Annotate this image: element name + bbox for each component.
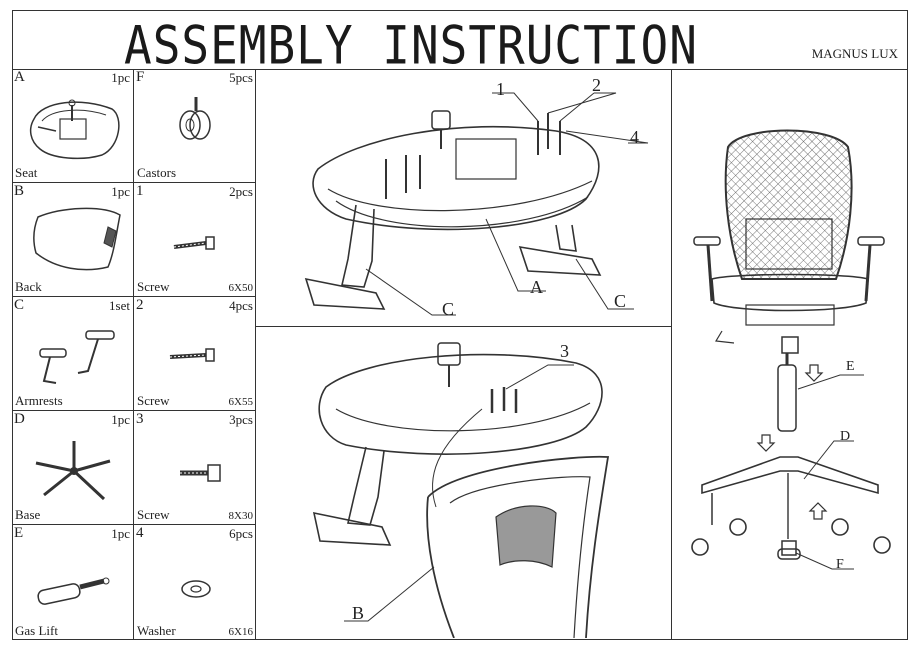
part-name: Base (15, 507, 41, 522)
back-attach-diagram (312, 342, 610, 639)
callout-castor: F (836, 557, 844, 572)
washer-illustration (181, 580, 211, 598)
part-letter: D (14, 411, 25, 427)
part-name: Seat (15, 165, 38, 180)
armrests-illustration (39, 330, 115, 384)
back-illustration (33, 207, 121, 271)
callout-screw-2: 2 (592, 75, 601, 95)
callout-screw-1: 1 (496, 79, 505, 99)
callout-armrest-left: C (442, 299, 455, 319)
part-qty: 1pc (111, 184, 130, 199)
part-name: Screw (137, 279, 170, 294)
part-gas-lift: E 1pc Gas Lift (12, 525, 134, 640)
callout-armrest-right: C (614, 291, 627, 311)
part-back: B 1pc Back (12, 183, 134, 297)
part-qty: 1pc (111, 526, 130, 541)
part-screw-2: 2 4pcs Screw 6X55 (134, 297, 256, 411)
part-screw-1: 1 2pcs Screw 6X50 (134, 183, 256, 297)
step-attach-back: 3 B (256, 327, 672, 640)
screw-illustration (180, 464, 221, 482)
part-size: 6X16 (228, 626, 253, 638)
brand-name: MAGNUS LUX (811, 46, 898, 61)
part-screw-3: 3 3pcs Screw 8X30 (134, 411, 256, 525)
callout-base: D (840, 429, 851, 444)
page-title: ASSEMBLY INSTRUCTION (124, 14, 698, 77)
step-final-assembly: E D F (672, 69, 908, 640)
header: ASSEMBLY INSTRUCTION MAGNUS LUX (12, 10, 908, 76)
callout-gas-lift: E (846, 359, 855, 374)
callout-back: B (352, 603, 365, 623)
part-qty: 4pcs (229, 298, 253, 313)
part-letter: A (14, 69, 25, 85)
callout-screw-3: 3 (560, 341, 569, 361)
part-qty: 5pcs (229, 70, 253, 85)
part-name: Screw (137, 507, 170, 522)
part-letter: 1 (136, 183, 144, 199)
part-name: Washer (137, 623, 176, 638)
page-frame (12, 10, 908, 640)
part-washer: 4 6pcs Washer 6X16 (134, 525, 256, 640)
part-letter: 3 (136, 411, 144, 427)
part-qty: 1pc (111, 70, 130, 85)
part-size: 8X30 (228, 510, 253, 522)
seat-illustration (29, 99, 120, 160)
seat-armrest-diagram (304, 92, 649, 316)
part-letter: B (14, 183, 25, 199)
screw-illustration (169, 348, 215, 362)
part-seat: A 1pc Seat (12, 69, 134, 183)
parts-list: A 1pc Seat F 5pcs Castors B 1pc Back 1 2… (12, 69, 256, 640)
part-letter: 4 (136, 525, 144, 541)
part-name: Castors (137, 165, 176, 180)
part-armrests: C 1set Armrests (12, 297, 134, 411)
part-qty: 1pc (111, 412, 130, 427)
part-qty: 1set (109, 298, 130, 313)
part-qty: 2pcs (229, 184, 253, 199)
part-letter: C (14, 297, 25, 313)
part-qty: 3pcs (229, 412, 253, 427)
castor-illustration (179, 97, 211, 140)
callout-seat: A (530, 277, 543, 297)
callout-washer-4: 4 (630, 127, 639, 147)
part-qty: 6pcs (229, 526, 253, 541)
part-castors: F 5pcs Castors (134, 69, 256, 183)
base-illustration (35, 441, 111, 501)
part-name: Back (15, 279, 42, 294)
part-name: Armrests (15, 393, 63, 408)
part-name: Gas Lift (15, 623, 58, 638)
full-chair-diagram (691, 129, 891, 570)
part-size: 6X50 (228, 282, 253, 294)
part-base: D 1pc Base (12, 411, 134, 525)
part-letter: 2 (136, 297, 144, 313)
part-name: Screw (137, 393, 170, 408)
part-size: 6X55 (228, 396, 253, 408)
screw-illustration (173, 236, 215, 250)
part-letter: E (14, 525, 24, 541)
step-attach-armrests: 1 2 4 C A C (256, 69, 672, 327)
gas-lift-illustration (37, 577, 110, 605)
part-letter: F (136, 69, 145, 85)
